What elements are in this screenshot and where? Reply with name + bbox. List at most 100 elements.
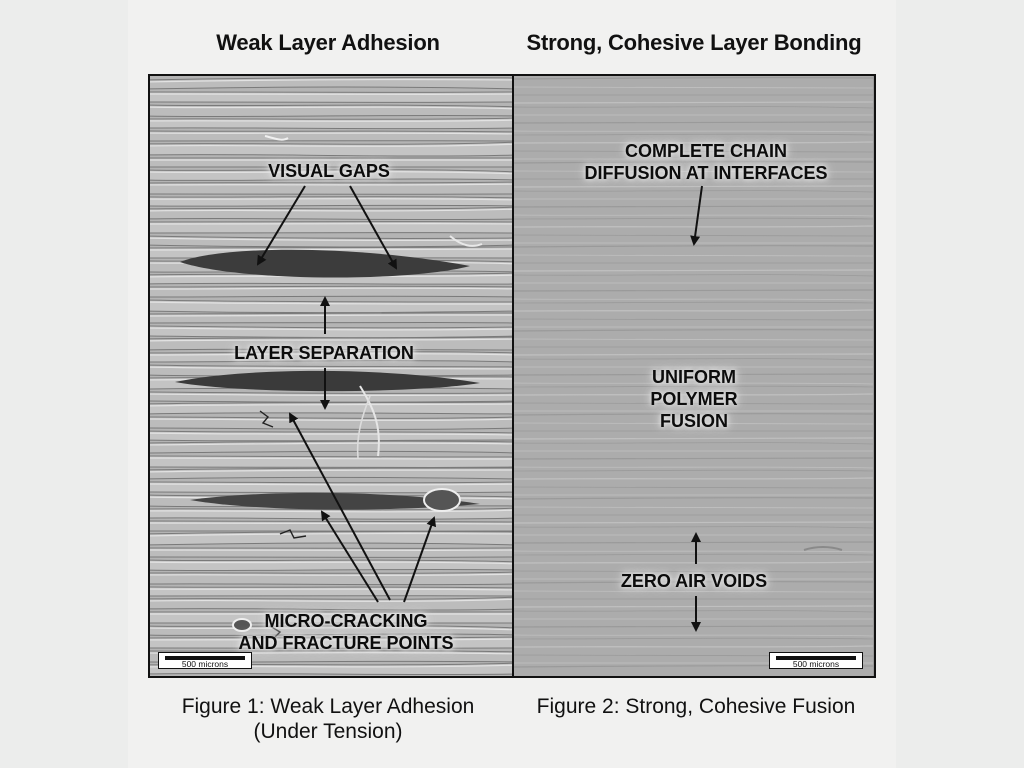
fused-layer-line (514, 328, 873, 332)
layer-strand (150, 206, 512, 221)
label-micro-cracking: MICRO-CRACKING AND FRACTURE POINTS (239, 610, 454, 654)
label-zero-air-voids: ZERO AIR VOIDS (620, 571, 768, 591)
fused-layer-line (514, 457, 873, 460)
fused-layer-line (514, 496, 873, 500)
label-uniform-fusion: UNIFORM POLYMER FUSION (650, 366, 737, 432)
fused-layer-line (514, 605, 873, 608)
fused-layer-line (514, 106, 873, 109)
label-uniform-line2: POLYMER (650, 389, 738, 409)
fused-layer-line (514, 133, 873, 136)
scale-bar-right: 500 microns (769, 652, 863, 669)
fused-layer-line (514, 385, 873, 388)
figure-1-caption: Figure 1: Weak Layer Adhesion (Under Ten… (138, 694, 518, 744)
fused-layer-line (514, 506, 873, 509)
fused-layer-line (514, 289, 873, 292)
fused-layer-line (514, 170, 873, 173)
layer-highlight (150, 106, 512, 110)
right-panel-header: Strong, Cohesive Layer Bonding (526, 30, 862, 55)
layer-strand (150, 117, 512, 130)
fused-layer-line (514, 422, 873, 425)
fused-layer-line (514, 225, 873, 228)
layer-strand (150, 299, 512, 313)
label-uniform-line1: UNIFORM (651, 367, 736, 387)
layer-highlight (150, 366, 512, 370)
fused-layer-line (514, 477, 873, 480)
layer-strand (150, 571, 512, 586)
layer-highlight (150, 588, 512, 591)
layer-highlight (150, 561, 512, 565)
layer-highlight (150, 183, 512, 186)
fused-layer-line (514, 486, 873, 489)
strong-bonding-texture (514, 76, 873, 676)
label-chain-diffusion-line1: COMPLETE CHAIN (625, 141, 787, 161)
fused-layer-line (514, 358, 873, 361)
layer-highlight (150, 171, 512, 175)
layer-strand (150, 141, 512, 157)
scale-bar-line (776, 656, 856, 660)
fused-layer-line (514, 373, 873, 376)
layer-highlight (150, 522, 512, 525)
fused-layer-line (514, 382, 873, 385)
micrograph-comparison: VISUAL GAPS LAYER SEPARATION MICRO-CRACK… (148, 74, 876, 678)
fused-layer-line (514, 269, 873, 272)
layer-strand (150, 547, 512, 558)
layer-highlight (150, 314, 512, 317)
left-panel-header: Weak Layer Adhesion (216, 30, 440, 55)
fused-layer-line (514, 393, 873, 396)
fused-layer-line (514, 610, 873, 613)
strong-bonding-micrograph: COMPLETE CHAIN DIFFUSION AT INTERFACES U… (514, 76, 873, 676)
layer-highlight (150, 432, 512, 436)
layer-highlight (150, 533, 512, 537)
layer-highlight (150, 79, 512, 83)
fused-layer-line (514, 570, 873, 573)
fused-layer-line (514, 254, 873, 257)
scale-bar-text: 500 microns (181, 659, 229, 669)
label-chain-diffusion: COMPLETE CHAIN DIFFUSION AT INTERFACES (585, 140, 828, 184)
layer-highlight (150, 327, 512, 331)
fused-layer-line (514, 298, 873, 301)
fused-layer-line (514, 217, 873, 220)
fused-layer-line (514, 274, 873, 277)
scale-bar-line (165, 656, 245, 660)
layer-strand (150, 507, 512, 520)
void-ellipse-2 (232, 618, 252, 632)
fused-layer-line (514, 130, 873, 133)
layer-highlight (150, 573, 512, 576)
layer-highlight (150, 287, 512, 290)
fused-layer-line (514, 190, 873, 193)
layer-highlight (150, 469, 512, 473)
figure-2-caption: Figure 2: Strong, Cohesive Fusion (506, 694, 886, 719)
layer-highlight (150, 598, 512, 602)
fused-layer-line (514, 521, 873, 524)
layer-highlight (150, 198, 512, 201)
layer-strand (150, 325, 512, 339)
layer-strand (150, 430, 512, 442)
fused-layer-line (514, 550, 873, 553)
fused-layer-line (514, 214, 873, 217)
weak-adhesion-texture (150, 76, 512, 676)
label-chain-diffusion-line2: DIFFUSION AT INTERFACES (584, 163, 828, 183)
layer-highlight (150, 627, 512, 631)
layer-highlight (150, 457, 512, 460)
fused-layer-line (514, 185, 873, 188)
layer-highlight (150, 248, 512, 251)
figure-2-caption-line1: Figure 2: Strong, Cohesive Fusion (536, 695, 856, 718)
fused-layer-line (514, 205, 873, 208)
fused-layer-line (514, 561, 873, 564)
layer-highlight (150, 353, 512, 356)
layer-highlight (150, 208, 512, 212)
layer-strand (150, 586, 512, 597)
layer-gap-3 (190, 492, 480, 510)
fused-layer-line (514, 442, 873, 445)
layer-gap-1 (180, 249, 470, 278)
layer-highlight (150, 483, 512, 486)
fused-layer-line (514, 637, 873, 640)
weak-adhesion-micrograph: VISUAL GAPS LAYER SEPARATION MICRO-CRACK… (150, 76, 512, 676)
layer-highlight (150, 393, 512, 397)
fused-layer-line (514, 469, 873, 472)
fused-layer-line (514, 160, 873, 164)
fused-layer-line (514, 580, 873, 584)
fused-layer-line (514, 309, 873, 312)
fused-layer-line (514, 437, 873, 440)
fused-layer-line (514, 318, 873, 321)
